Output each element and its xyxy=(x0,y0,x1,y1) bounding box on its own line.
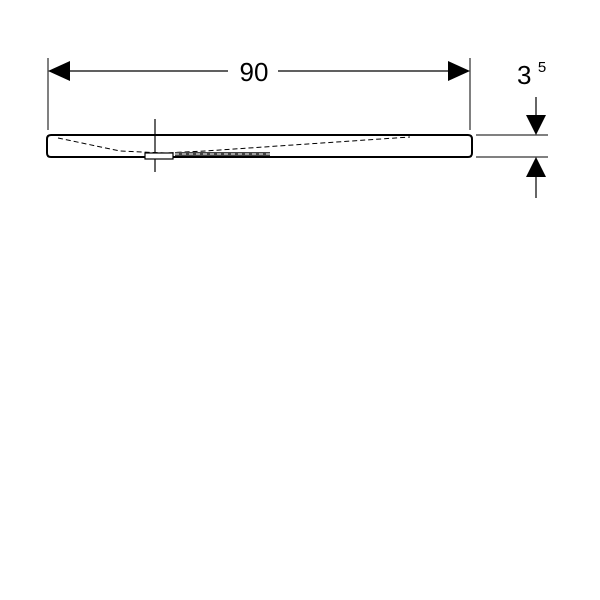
height-dimension-main: 3 xyxy=(517,60,531,90)
width-arrow-left-icon xyxy=(48,61,70,81)
height-dimension-label: 3 5 xyxy=(517,59,546,90)
height-arrow-down-icon xyxy=(526,115,546,135)
height-arrow-up-icon xyxy=(526,157,546,177)
width-dimension-label: 90 xyxy=(240,57,269,87)
width-arrow-right-icon xyxy=(448,61,470,81)
shower-tray-body xyxy=(46,134,473,158)
height-dimension-superscript: 5 xyxy=(538,59,546,76)
drain-channel-detail xyxy=(175,152,270,156)
drain-outlet-icon xyxy=(144,152,174,160)
